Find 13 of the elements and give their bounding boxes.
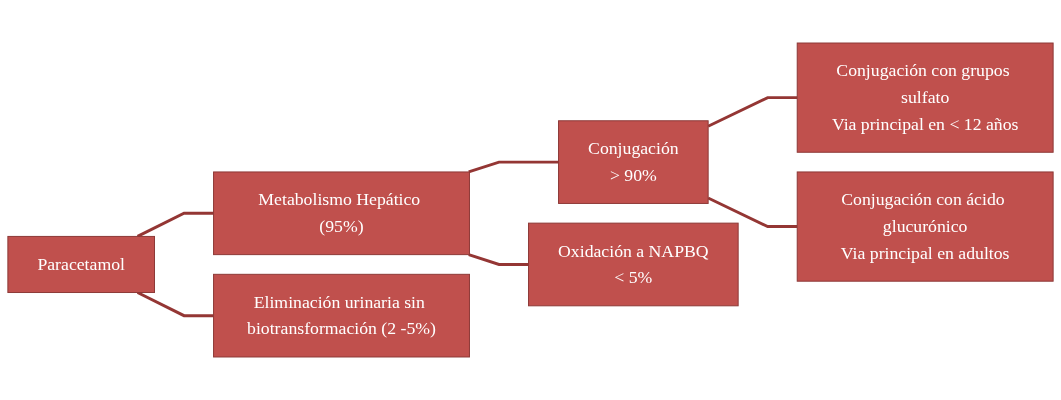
node-box: Conjugación con grupos sulfato Via principal en < 12 años [796,42,1054,153]
connector [136,291,214,318]
connector [707,96,798,128]
node-box: Metabolismo Hepático (95%) [213,171,470,256]
node-box: Conjugación > 90% [558,120,709,204]
node-box: Eliminación urinaria sin biotransformación (2 -5%) [213,273,470,358]
node-box: Conjugación con ácido glucurónico Via principal en adultos [796,171,1054,282]
connector [468,160,559,174]
node-box: Paracetamol [7,235,155,293]
node-box: Oxidación a NAPBQ < 5% [528,222,739,307]
connector [468,253,529,266]
connector [707,196,798,229]
connector [136,211,214,238]
